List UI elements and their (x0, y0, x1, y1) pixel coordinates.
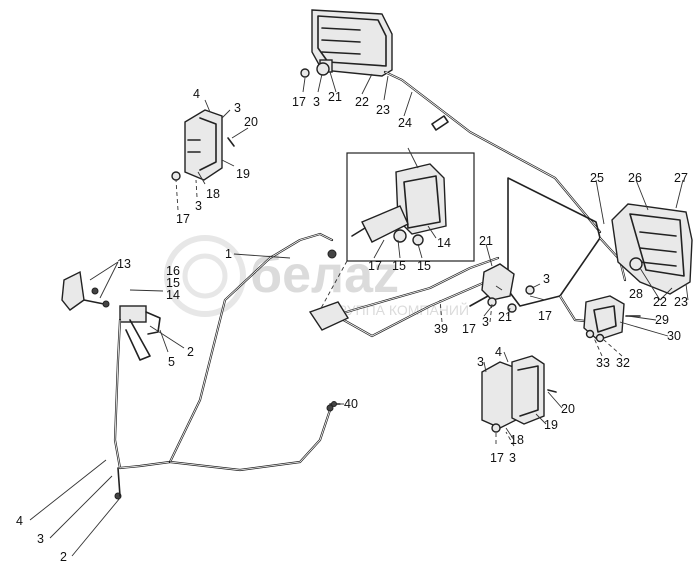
callout-18-left: 18 (206, 187, 220, 201)
callout-5: 5 (168, 355, 175, 369)
callout-18-lower: 18 (510, 433, 524, 447)
callout-2-left: 2 (187, 345, 194, 359)
callout-4-lower: 4 (495, 345, 502, 359)
connector-40 (329, 401, 341, 407)
callout-29: 29 (655, 313, 669, 327)
inset-detail (346, 152, 475, 262)
callout-28: 28 (629, 287, 643, 301)
marker-lamp-center (469, 263, 535, 313)
callout-17-inset: 17 (368, 259, 382, 273)
callout-22-right: 22 (653, 295, 667, 309)
watermark-logo-ring (164, 235, 246, 317)
callout-40: 40 (344, 397, 358, 411)
callout-3-bottom: 3 (37, 532, 44, 546)
callout-14-inset: 14 (437, 236, 451, 250)
side-lamp-left (171, 109, 235, 181)
callout-3-left-lower: 3 (195, 199, 202, 213)
callout-30: 30 (667, 329, 681, 343)
callout-15: 15 (166, 276, 180, 290)
callout-numbers: 17 3 21 22 23 24 4 3 20 18 19 17 3 1 13 … (16, 87, 688, 564)
callout-25: 25 (590, 171, 604, 185)
callout-22-top: 22 (355, 95, 369, 109)
callout-19-left: 19 (236, 167, 250, 181)
callout-2-bottom: 2 (60, 550, 67, 564)
callout-15-inset-a: 15 (392, 259, 406, 273)
callout-17-center-a: 17 (462, 322, 476, 336)
callout-3-top: 3 (313, 95, 320, 109)
cable-upper (383, 70, 602, 234)
bracket-left (61, 270, 161, 361)
callout-24: 24 (398, 116, 412, 130)
callout-26: 26 (628, 171, 642, 185)
callout-33: 33 (596, 356, 610, 370)
rear-lamp-top (300, 9, 393, 78)
callout-3-lower: 3 (477, 355, 484, 369)
watermark-logo-core (182, 253, 228, 299)
callout-23-top: 23 (376, 103, 390, 117)
callout-20-left: 20 (244, 115, 258, 129)
callout-39: 39 (434, 322, 448, 336)
callout-14: 14 (166, 288, 180, 302)
side-lamp-right (481, 355, 557, 433)
callout-1: 1 (225, 247, 232, 261)
callout-27: 27 (674, 171, 688, 185)
callout-3-left: 3 (234, 101, 241, 115)
callout-3-center: 3 (543, 272, 550, 286)
rear-lamp-right (611, 203, 693, 295)
callout-17-left: 17 (176, 212, 190, 226)
leader-lines (29, 71, 689, 557)
callout-21-center-lower: 21 (498, 310, 512, 324)
watermark-subtitle: ГРУППА КОМПАНИЙ (330, 301, 469, 318)
callout-17-top: 17 (292, 95, 306, 109)
callout-13: 13 (117, 257, 131, 271)
callout-32: 32 (616, 356, 630, 370)
callout-21-top: 21 (328, 90, 342, 104)
callout-20-lower: 20 (561, 402, 575, 416)
callout-4-left: 4 (193, 87, 200, 101)
callout-16: 16 (166, 264, 180, 278)
callout-3-center-lower: 3 (482, 315, 489, 329)
callout-19-lower: 19 (544, 418, 558, 432)
callout-17-center-b: 17 (538, 309, 552, 323)
callout-17-lower: 17 (490, 451, 504, 465)
callout-4-bottom: 4 (16, 514, 23, 528)
callout-21-center: 21 (479, 234, 493, 248)
callout-15-inset-b: 15 (417, 259, 431, 273)
cable-main-loop (113, 232, 337, 500)
callout-3-lower-b: 3 (509, 451, 516, 465)
callout-23-right: 23 (674, 295, 688, 309)
bracket-right (583, 295, 641, 343)
